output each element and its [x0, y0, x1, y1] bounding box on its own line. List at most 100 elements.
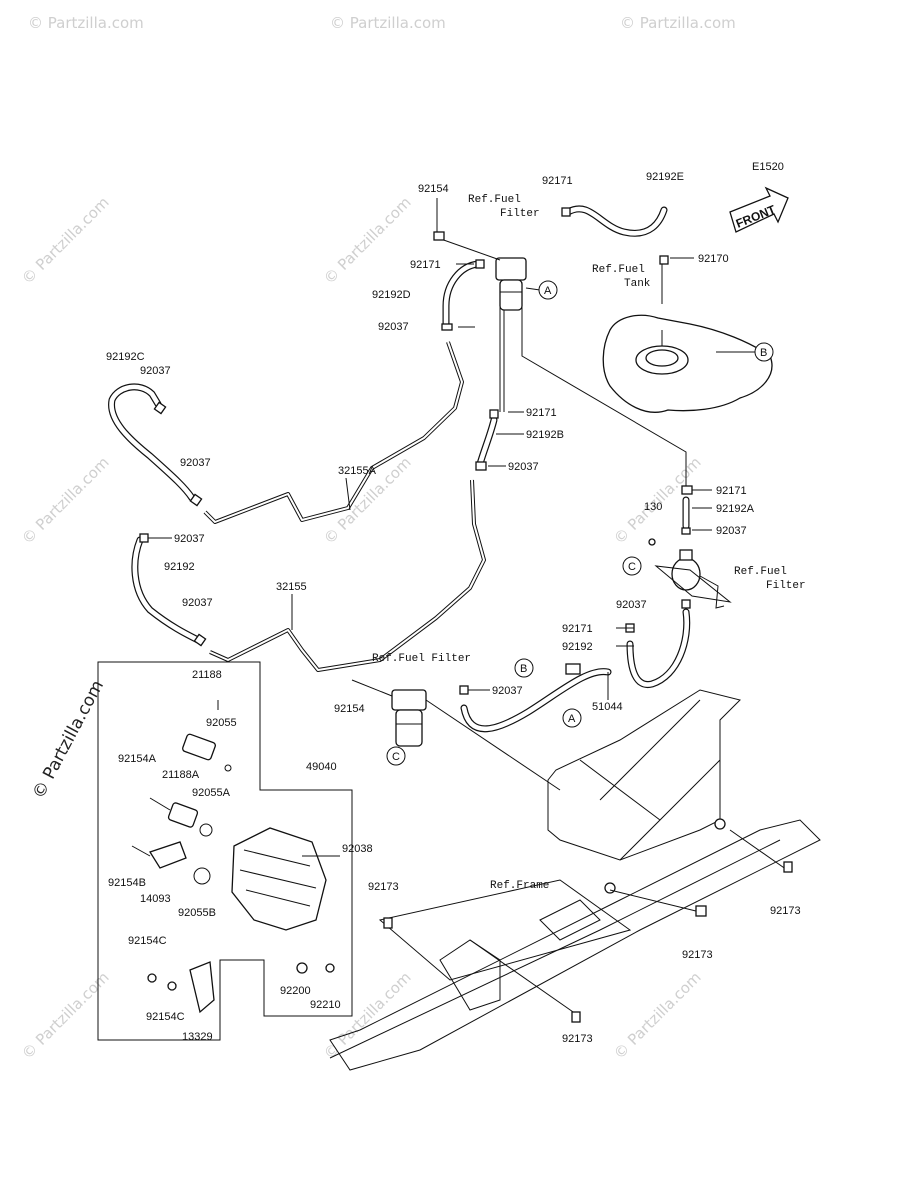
part-label-21188: 21188: [192, 669, 222, 681]
part-label-92154-top: 92154: [418, 183, 449, 195]
fuel-filter-right: [654, 549, 732, 609]
part-label-92171-left: 92171: [410, 259, 441, 271]
part-label-92192B: 92192B: [526, 429, 564, 441]
part-label-32155: 32155: [276, 581, 307, 593]
callout-circle-c2: [386, 746, 406, 766]
leader-lines: [148, 257, 756, 857]
watermark: © Partzilla.com: [28, 14, 144, 32]
part-label-92055A: 92055A: [192, 787, 231, 799]
callout-circle-a2: [562, 708, 582, 728]
part-label-92154C-a: 92154C: [128, 935, 167, 947]
part-label-92192D: 92192D: [372, 289, 411, 301]
callout-circle-c: [622, 556, 642, 576]
part-label-92210: 92210: [310, 999, 341, 1011]
watermark: © Partzilla.com: [620, 14, 736, 32]
watermark: © Partzilla.com: [610, 968, 705, 1063]
part-label-92192-right: 92192: [562, 641, 593, 653]
part-label-92171-top: 92171: [542, 175, 573, 187]
callout-letter-b2: B: [520, 663, 527, 675]
part-label-13329: 13329: [182, 1031, 213, 1043]
part-label-92037-f: 92037: [174, 533, 205, 545]
watermark: © Partzilla.com: [18, 453, 113, 548]
callout-circle-b2: [514, 658, 534, 678]
part-label-92055: 92055: [206, 717, 237, 729]
front-arrow-icon: FRONT: [729, 186, 789, 233]
part-label-92192-left: 92192: [164, 561, 195, 573]
part-label-92170: 92170: [698, 253, 729, 265]
hose-92192D: [442, 260, 482, 330]
part-label-92037-c: 92037: [180, 457, 211, 469]
part-label-14093: 14093: [140, 893, 171, 905]
hose-92192: [131, 536, 202, 644]
callout-circle-a: [538, 280, 558, 300]
fuel-filter-lower: [351, 679, 561, 791]
watermark-group: © Partzilla.com © Partzilla.com © Partzi…: [18, 14, 736, 1063]
ref-fuel-filter-top-1: Ref.Fuel: [468, 194, 521, 206]
part-number-labels: 92154 92171 92192E 92171 92170 92192D 92…: [106, 171, 801, 1045]
part-label-92192A: 92192A: [716, 503, 755, 515]
part-label-92200: 92200: [280, 985, 311, 997]
part-label-92037-g: 92037: [182, 597, 213, 609]
part-label-92055B: 92055B: [178, 907, 216, 919]
fuel-tank: [602, 264, 773, 413]
ref-frame: Ref.Frame: [490, 880, 549, 892]
ref-fuel-filter-right-2: Filter: [766, 580, 806, 592]
part-label-51044: 51044: [592, 701, 623, 713]
part-label-92037-h: 92037: [616, 599, 647, 611]
vehicle-frame: [329, 689, 821, 1071]
part-label-92038: 92038: [342, 843, 373, 855]
injection-pump-inset: [97, 661, 353, 1041]
part-label-32155A: 32155A: [338, 465, 377, 477]
ref-fuel-filter-right-1: Ref.Fuel: [734, 566, 787, 578]
callout-circle-b: [754, 342, 774, 362]
callout-letter-b: B: [760, 347, 767, 359]
callout-letter-c: C: [628, 561, 636, 573]
ref-fuel-filter-lower: Ref.Fuel Filter: [372, 653, 471, 665]
part-label-92037-a: 92037: [378, 321, 409, 333]
part-label-92154C-b: 92154C: [146, 1011, 185, 1023]
fuel-pipe-32155: [209, 479, 486, 672]
hose-92192C: [108, 383, 196, 502]
part-label-92154-mid: 92154: [334, 703, 365, 715]
part-label-92173-left: 92173: [368, 881, 399, 893]
watermark-side: © Partzilla.com: [29, 677, 108, 802]
callout-letter-a2: A: [568, 713, 576, 725]
callout-letter-c2: C: [392, 751, 400, 763]
fuel-filter-upper: [433, 231, 527, 311]
part-label-92037-b: 92037: [140, 365, 171, 377]
part-label-92037-d: 92037: [508, 461, 539, 473]
line-filter-to-tank: [499, 290, 687, 488]
part-label-49040: 49040: [306, 761, 337, 773]
callout-circles: A B C B C A: [386, 280, 774, 766]
part-label-92192E: 92192E: [646, 171, 684, 183]
watermark: © Partzilla.com: [320, 193, 415, 288]
part-label-21188A: 21188A: [162, 769, 200, 781]
hose-51044: [460, 668, 612, 733]
part-label-92171-low: 92171: [562, 623, 593, 635]
ref-fuel-tank-2: Tank: [624, 278, 651, 290]
part-label-92192C: 92192C: [106, 351, 145, 363]
callout-letter-a: A: [544, 285, 552, 297]
watermark: © Partzilla.com: [330, 14, 446, 32]
part-label-92037-i: 92037: [492, 685, 523, 697]
part-label-92037-e: 92037: [716, 525, 747, 537]
part-label-92173-bottom: 92173: [562, 1033, 593, 1045]
hose-92192-right: [626, 608, 691, 688]
reference-labels: Ref.Fuel Filter Ref.Fuel Tank Ref.Fuel F…: [372, 194, 806, 892]
hose-92192E: [564, 205, 668, 237]
part-label-92154A: 92154A: [118, 753, 157, 765]
diagram-code: E1520: [752, 161, 784, 173]
ref-fuel-tank-1: Ref.Fuel: [592, 264, 645, 276]
part-label-92173-right: 92173: [770, 905, 801, 917]
hose-92192B: [476, 416, 498, 468]
part-label-92171-mid: 92171: [526, 407, 557, 419]
part-label-92171-right: 92171: [716, 485, 747, 497]
part-label-130: 130: [644, 501, 662, 513]
part-label-92173-mid: 92173: [682, 949, 713, 961]
ref-fuel-filter-top-2: Filter: [500, 208, 540, 220]
part-label-92154B: 92154B: [108, 877, 146, 889]
fittings: [139, 207, 793, 1023]
fuel-pipe-32155A: [203, 341, 464, 524]
watermark: © Partzilla.com: [18, 193, 113, 288]
